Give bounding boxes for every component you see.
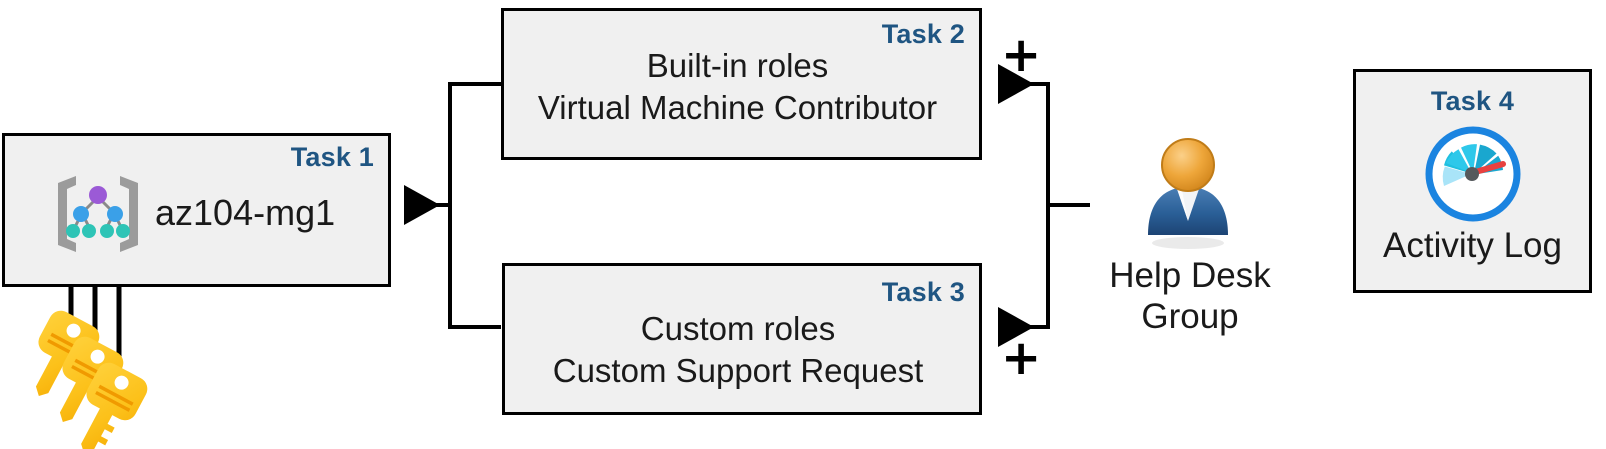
task3-box[interactable]: Task 3 Custom roles Custom Support Reque… [502,263,982,415]
task3-line1: Custom roles [640,310,836,347]
plus-sign-bottom: + [1001,330,1042,386]
task2-line1: Built-in roles [646,47,829,84]
task3-text-block: Custom roles Custom Support Request [505,308,971,391]
task2-label: Task 2 [881,19,965,49]
user-group-icon [1148,138,1228,249]
task4-box[interactable]: Task 4 Activity Log [1353,69,1592,293]
wire-helpdesk-to-task2 [998,64,1090,207]
keys-icon [35,310,148,449]
task2-line2: Virtual Machine Contributor [537,88,938,126]
task1-label: Task 1 [290,142,374,172]
wire-roles-to-task1 [404,82,501,329]
wire-helpdesk-to-task3 [998,203,1090,347]
task3-label: Task 3 [881,277,965,307]
task1-box[interactable]: Task 1 az104-mg1 [2,133,391,287]
plus-sign-top: + [1001,27,1042,83]
help-desk-line2: Group [1141,297,1239,337]
task4-label: Task 4 [1430,86,1515,116]
help-desk-group: Help Desk Group [1090,135,1290,395]
task2-box[interactable]: Task 2 Built-in roles Virtual Machine Co… [501,8,982,160]
management-group-icon [58,176,138,252]
task2-text-block: Built-in roles Virtual Machine Contribut… [504,45,971,128]
task4-text: Activity Log [1383,226,1562,265]
gauge-icon [1425,126,1520,222]
task3-line2: Custom Support Request [552,351,924,389]
help-desk-line1: Help Desk [1109,256,1271,295]
task1-text: az104-mg1 [155,192,336,233]
help-desk-group-label: Help Desk Group [1090,255,1290,338]
